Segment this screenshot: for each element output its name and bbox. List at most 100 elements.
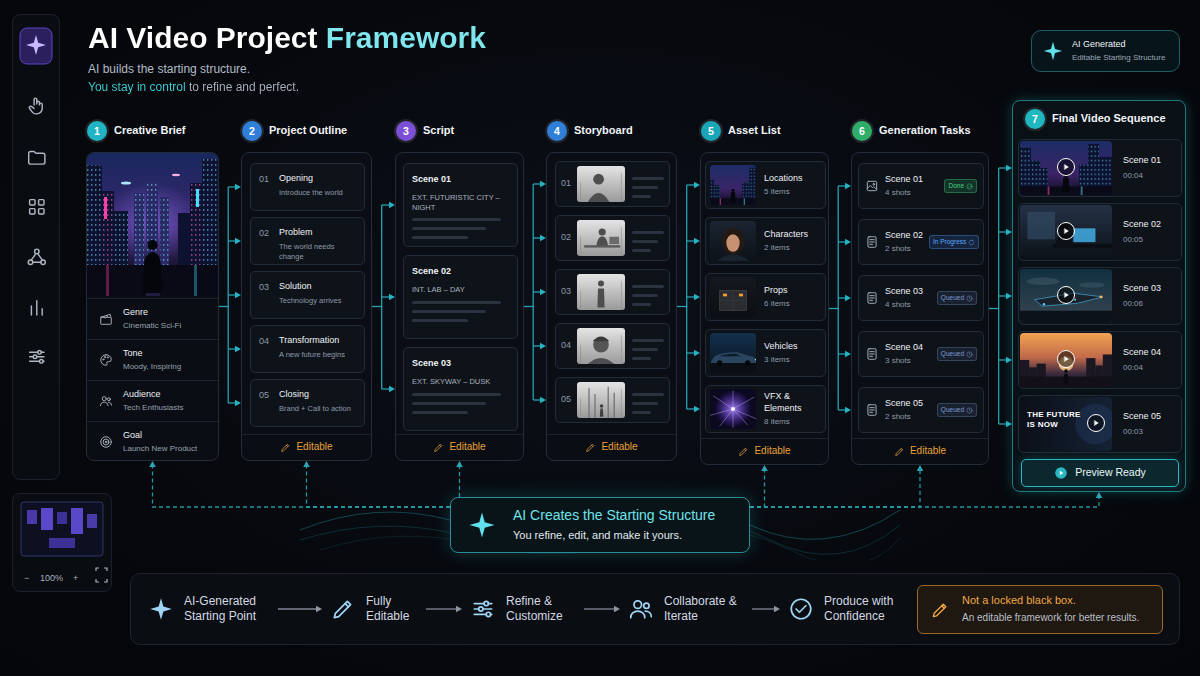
graphic-part: [717, 254, 749, 261]
row-title: Problem: [279, 227, 359, 238]
field-value: Cinematic Sci-Fi: [123, 321, 181, 331]
graphic-part: [21, 502, 103, 556]
status-pill: Queued: [937, 347, 977, 361]
asset-name: Characters: [764, 229, 808, 240]
placeholder-line: [412, 218, 501, 221]
graphic-part: [969, 409, 971, 411]
status-pill: Queued: [937, 403, 977, 417]
graphic-part: [1064, 369, 1068, 373]
text-stack: Vehicles3 items: [764, 341, 798, 365]
connector-line: [687, 184, 695, 185]
graphic-part: [1055, 467, 1067, 479]
graphic-part: [609, 237, 619, 244]
editable-footer: Editable: [852, 438, 988, 464]
text-stack: AI Creates the Starting StructureYou ref…: [513, 507, 715, 543]
text-stack: GenreCinematic Sci-Fi: [123, 307, 181, 330]
connector-line: [533, 399, 541, 400]
asset-count: 8 items: [764, 417, 821, 427]
placeholder-line: [412, 402, 486, 405]
storyboard-frame: 03: [555, 269, 670, 315]
graphic-part: [107, 398, 110, 401]
placeholder-line: [632, 348, 658, 351]
graphic-part: [71, 508, 83, 534]
graphic-part: [577, 274, 625, 310]
graphic-part: [870, 408, 875, 413]
asset-card: Vehicles3 items: [705, 329, 826, 377]
graphic-part: [791, 599, 811, 619]
text-stack: AudienceTech Enthusiasts: [123, 389, 183, 412]
task-count: 2 shots: [885, 244, 923, 254]
asset-thumbnail: [710, 165, 756, 205]
graphic-part: [484, 601, 488, 605]
storyboard-frame: 01: [555, 161, 670, 207]
graphic-part: [589, 387, 614, 418]
connector: [829, 183, 851, 414]
editable-label: Editable: [601, 441, 637, 454]
step-number: 3: [396, 121, 416, 141]
placeholder-line: [412, 227, 486, 230]
step-number: 4: [547, 121, 567, 141]
graphic-part: [1074, 299, 1076, 301]
sketch-thumbnail: [577, 220, 625, 256]
graphic-part: [900, 449, 901, 450]
connector: [456, 461, 463, 497]
connector-line: [584, 608, 615, 609]
icon: [788, 596, 814, 622]
storyboard-frame: 02: [555, 215, 670, 261]
graphic-part: [722, 228, 745, 255]
row-number: 02: [259, 228, 269, 239]
graphic-part: [28, 98, 45, 363]
graphic-part: [40, 360, 44, 364]
step-item: AI-Generated Starting Point: [148, 594, 270, 624]
preview-button: Preview Ready: [1021, 459, 1179, 487]
task-title: Scene 01: [885, 174, 923, 185]
connector: [219, 184, 241, 407]
connector-line: [999, 359, 1007, 360]
text-stack: GoalLaunch New Product: [123, 430, 197, 453]
script-card: Scene 02INT. LAB – DAY: [403, 255, 518, 339]
connector-line: [999, 295, 1007, 296]
icon: [585, 442, 596, 453]
graphic-part: [634, 601, 642, 609]
graphic-part: [104, 357, 105, 358]
graphic-part: [33, 355, 37, 359]
graphic-part: [710, 389, 756, 429]
graphic-part: [101, 314, 111, 318]
video-clip: Scene 0100:04: [1018, 139, 1182, 197]
connector-line: [426, 608, 457, 609]
task-title: Scene 02: [885, 230, 923, 241]
graphic-part: [31, 301, 42, 315]
icon: [330, 596, 356, 622]
video-clip: Scene 0400:04: [1018, 331, 1182, 389]
play-button: [1057, 350, 1075, 368]
connector-line: [228, 348, 236, 349]
graphic-part: [710, 389, 756, 429]
task-card: Scene 014 shotsDone: [858, 163, 984, 209]
row-title: Solution: [279, 281, 359, 292]
graphic-part: [577, 166, 625, 202]
status-pill: Queued: [937, 291, 977, 305]
graphic-part: [101, 355, 112, 366]
connector-line: [687, 296, 695, 297]
status-text: In Progress: [933, 238, 966, 246]
connector-line: [838, 185, 846, 186]
connector-line: [677, 306, 687, 307]
graphic-part: [710, 333, 756, 373]
graphic-part: [103, 359, 104, 360]
graphic-part: [1079, 282, 1105, 288]
connector-line: [687, 352, 695, 353]
connector-line: [687, 240, 695, 241]
button-label: Preview Ready: [1075, 466, 1146, 479]
graphic-part: [1062, 177, 1069, 192]
clip-duration: 00:03: [1123, 427, 1161, 437]
task-count: 4 shots: [885, 188, 923, 198]
step-item: Refine & Customize: [470, 594, 576, 624]
text-stack: Scene 0300:06: [1123, 283, 1161, 309]
graphic-part: [577, 220, 625, 256]
connector-line: [382, 204, 390, 205]
video-clip: Scene 0300:06: [1018, 267, 1182, 325]
graphic-part: [30, 351, 44, 364]
row-title: Opening: [279, 173, 359, 184]
row-description: A new future begins: [279, 350, 359, 359]
